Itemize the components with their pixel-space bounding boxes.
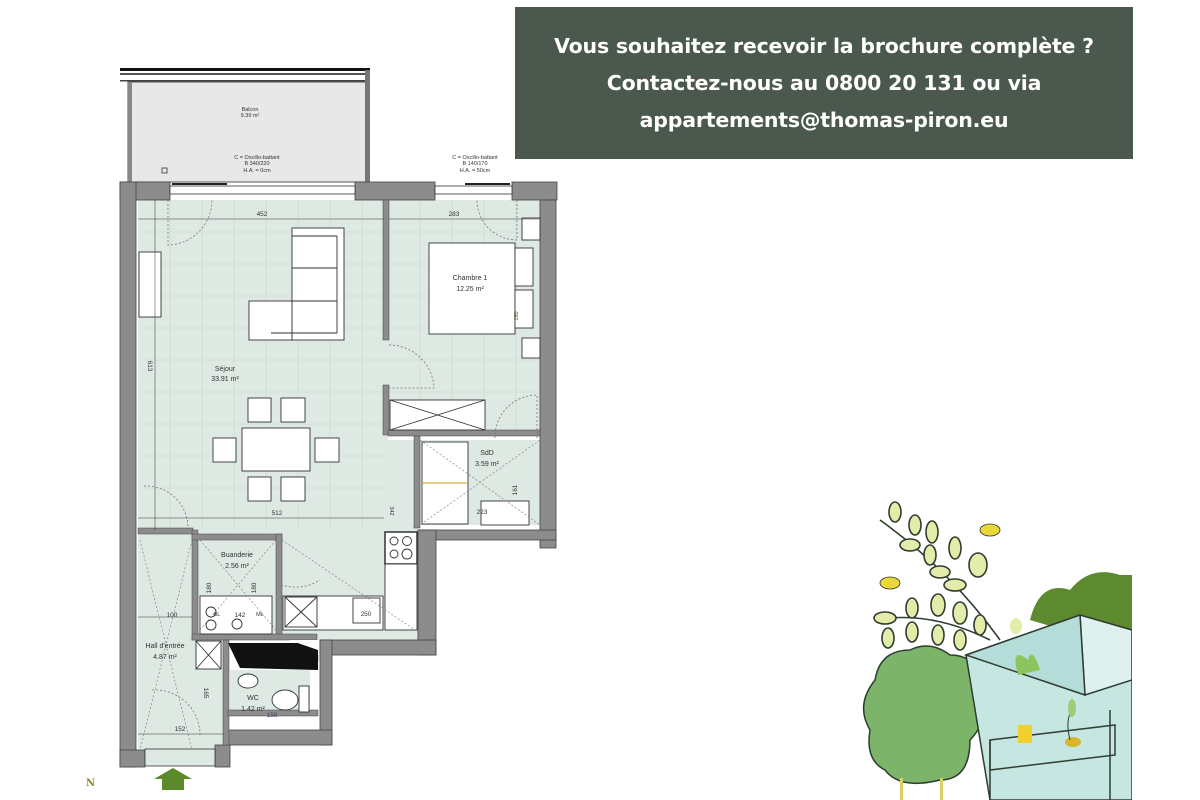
dim-bed-width: 160 [514, 311, 520, 320]
room-name-chambre: Chambre 1 [453, 275, 488, 282]
window-size: B 340/220 [244, 161, 269, 167]
dimension-lines [138, 200, 540, 735]
entrance-arrow-icon [154, 768, 192, 790]
room-name-hall: Hall d'entrée [145, 643, 184, 650]
leaf-icon [1015, 654, 1040, 675]
dim-kitchen-depth: 342 [388, 506, 394, 515]
cooktop [384, 531, 418, 565]
dim-buanderie-right: 180 [251, 582, 258, 593]
banner-line-1: Vous souhaitez recevoir la brochure comp… [554, 33, 1094, 58]
door-swings [143, 199, 538, 736]
room-name-balcon: Balcon [242, 107, 259, 113]
room-area-hall: 4.87 m² [153, 654, 177, 661]
toilet [271, 689, 299, 711]
banner-line-2: Contactez-nous au 0800 20 131 ou via [606, 70, 1042, 95]
kitchen-sink [352, 597, 381, 624]
room-name-wc: WC [247, 695, 259, 702]
stair-shadow [228, 643, 318, 670]
dim-wc-width: 158 [267, 712, 278, 719]
bee-icon [879, 523, 1001, 590]
north-indicator: N [86, 778, 96, 789]
window-type: C = Oscillo-battant [452, 155, 498, 161]
dim-buanderie-left: 180 [206, 582, 213, 593]
dim-hall-bottom: 152 [175, 726, 186, 733]
room-name-sejour: Séjour [215, 366, 236, 373]
window-height: H.A. = 0cm [243, 168, 271, 174]
dim-sdd-width: 223 [477, 509, 488, 516]
room-area-wc: 1.42 m² [241, 706, 265, 713]
dim-wc-depth: 165 [202, 688, 209, 699]
dim-sejour-width: 452 [257, 211, 268, 218]
room-area-sdd: 3.59 m² [475, 461, 499, 468]
room-area-balcon: 9.39 m² [241, 113, 260, 119]
wc-sink [237, 673, 259, 689]
appliance-label: BL [214, 612, 221, 618]
bed [428, 242, 516, 335]
diagonals [139, 439, 541, 751]
dim-chambre-width: 283 [449, 211, 460, 218]
brochure-contact-banner: Vous souhaitez recevoir la brochure comp… [515, 7, 1133, 159]
windows [169, 183, 513, 195]
room-area-sejour: 33.91 m² [211, 376, 239, 383]
entrance-door [144, 748, 216, 767]
furniture [138, 217, 541, 713]
building-icon [963, 613, 1132, 800]
sofa [291, 227, 345, 341]
dim-sdd-depth: 161 [512, 484, 519, 495]
window-type: C = Oscillo-battant [234, 155, 280, 161]
bathroom-sink [480, 500, 530, 526]
room-area-buanderie: 2.56 m² [225, 563, 249, 570]
appliance-label: ML [256, 612, 264, 618]
room-area-chambre: 12.25 m² [456, 286, 484, 293]
window-size: B 140/170 [462, 161, 487, 167]
walls [119, 181, 558, 768]
person-icon [1018, 725, 1032, 743]
room-name-sdd: SdD [480, 450, 494, 457]
interior-walls [137, 199, 541, 746]
dining-table [241, 427, 311, 472]
dim-hall-width: 100 [167, 612, 178, 619]
balcony [120, 68, 370, 183]
dim-sejour-bottom: 512 [272, 510, 283, 517]
laundry-counter [199, 595, 273, 635]
window-height: H.A. = 50cm [460, 168, 491, 174]
dim-kitchen-length: 250 [361, 611, 372, 618]
dim-sejour-depth: 613 [146, 361, 153, 372]
plant-pot-icon [1065, 737, 1081, 747]
round-tree-icon [862, 645, 985, 785]
room-name-buanderie: Buanderie [221, 552, 253, 559]
green-building-illustration [862, 501, 1132, 800]
fruit-icon [1010, 618, 1022, 634]
floor-plan: Balcon 9.39 m² C = Oscillo-battant B 340… [119, 68, 558, 790]
banner-email[interactable]: appartements@thomas-piron.eu [639, 107, 1009, 132]
tv-unit [138, 251, 162, 318]
dim-buanderie-width: 142 [235, 612, 246, 619]
leaf-branch-icon [873, 501, 1001, 651]
